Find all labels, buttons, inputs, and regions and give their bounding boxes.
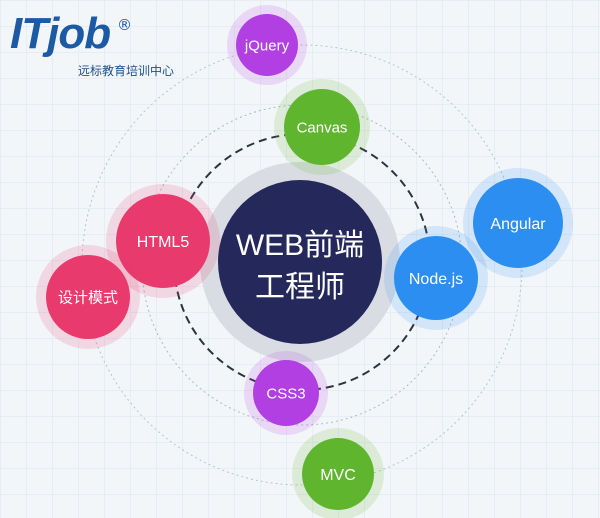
- logo-subtitle: 远标教育培训中心: [78, 64, 175, 78]
- node-mvc: MVC: [292, 428, 384, 518]
- node-angular: Angular: [463, 168, 573, 278]
- node-label-nodejs: Node.js: [409, 271, 463, 288]
- node-design-patterns: 设计模式: [36, 245, 140, 349]
- node-label-html5: HTML5: [137, 234, 190, 251]
- center-title-line1: WEB前端: [236, 229, 364, 262]
- node-css3: CSS3: [244, 351, 328, 435]
- node-label-canvas: Canvas: [297, 119, 348, 136]
- node-circle-html5: [116, 194, 210, 288]
- node-label-mvc: MVC: [320, 467, 356, 484]
- node-canvas: Canvas: [274, 79, 370, 175]
- node-label-css3: CSS3: [266, 385, 305, 402]
- node-circle-jquery: [236, 14, 298, 76]
- node-jquery: jQuery: [227, 5, 307, 85]
- center-core: [218, 180, 382, 344]
- node-circle-nodejs: [394, 236, 478, 320]
- node-label-design-patterns: 设计模式: [58, 289, 118, 306]
- node-label-jquery: jQuery: [244, 37, 290, 54]
- registered-mark: ®: [117, 16, 132, 34]
- node-circle-canvas: [284, 89, 360, 165]
- node-circle-mvc: [302, 438, 374, 510]
- node-circle-css3: [253, 360, 319, 426]
- logo-wordmark: ITjob: [10, 9, 111, 58]
- node-circle-angular: [473, 178, 563, 268]
- node-nodejs: Node.js: [384, 226, 488, 330]
- node-html5: HTML5: [106, 184, 220, 298]
- brand-logo: ITjob ® 远标教育培训中心: [10, 6, 210, 86]
- node-circle-design-patterns: [46, 255, 130, 339]
- node-label-angular: Angular: [490, 216, 546, 233]
- center-title-line2: 工程师: [255, 271, 345, 304]
